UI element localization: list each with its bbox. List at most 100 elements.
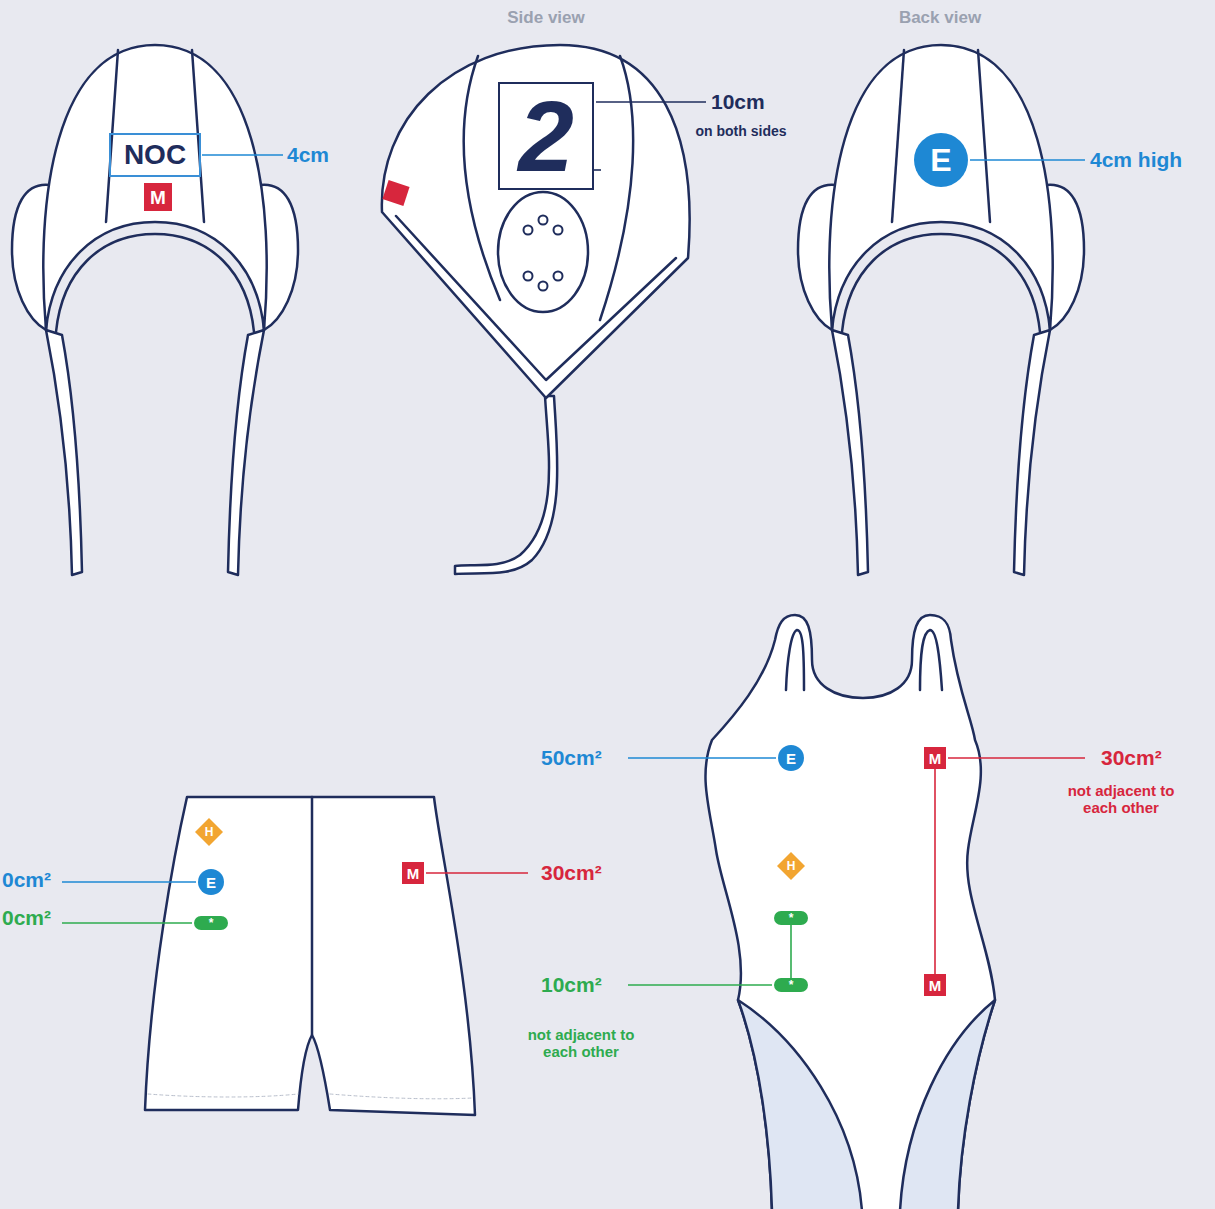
leader-line (594, 169, 601, 171)
mark-letter: H (787, 860, 796, 872)
note: not adjacent to each other (515, 1026, 647, 1061)
dimension: 50cm² (541, 746, 602, 770)
mark-letter: M (929, 978, 942, 993)
center-seam (311, 797, 314, 1035)
circle-shape (914, 133, 968, 187)
cap-dome (43, 45, 266, 330)
pill-shape (774, 978, 808, 992)
mark-letter: 2 (518, 86, 574, 186)
mark-letter: E (786, 751, 796, 766)
ear-hole (554, 272, 563, 281)
mark-letter: * (789, 912, 794, 924)
dimension: 10cm (711, 90, 765, 114)
mark-letter: M (407, 866, 420, 881)
cap-side (382, 45, 690, 574)
strap-inner (786, 630, 804, 690)
leader-line (628, 984, 772, 986)
mark-letter: M (150, 188, 166, 207)
cap-rim (56, 234, 254, 332)
cap-number-box: 2 (498, 82, 594, 190)
mark-letter: * (789, 979, 794, 991)
strap-inner (920, 630, 942, 690)
leader-line (628, 757, 776, 759)
event-mark: E (198, 869, 224, 895)
sponsor-mark: * (774, 911, 808, 925)
diamond-shape (777, 852, 805, 880)
leg-opening (738, 1000, 862, 1209)
sponsor-mark: * (194, 916, 228, 930)
pairing-line (934, 769, 936, 974)
dimension: 4cm high (1090, 148, 1182, 172)
event-mark: E (778, 745, 804, 771)
host-mark: H (777, 852, 805, 880)
ear-hole (554, 226, 563, 235)
shorts-outline (145, 797, 475, 1115)
cap-seam (464, 56, 500, 300)
mark-letter: E (206, 875, 216, 890)
leader-line (948, 757, 1085, 759)
cap-seam (192, 50, 204, 222)
cap-front (12, 45, 298, 575)
leg-opening (900, 1000, 995, 1209)
dimension: 30cm² (541, 861, 602, 885)
ear-guard (498, 192, 588, 312)
ear-hole (524, 272, 533, 281)
leader-line (970, 159, 1085, 161)
ear-hole (524, 226, 533, 235)
cap-dome (829, 45, 1052, 330)
swimsuit (705, 615, 995, 1209)
mark-letter: M (929, 751, 942, 766)
swim-shorts (145, 797, 475, 1115)
host-mark: H (195, 818, 223, 846)
dimension: 30cm² (1101, 746, 1162, 770)
cap-seam (892, 50, 904, 222)
note: on both sides (696, 123, 787, 139)
ear-hole (539, 282, 548, 291)
hem-stitch (330, 1094, 473, 1099)
leader-line (596, 101, 706, 103)
leader-line (62, 881, 196, 883)
cap-strap (46, 330, 82, 575)
mark-letter: E (930, 144, 951, 176)
cap-strap (228, 330, 264, 575)
dimension: 0cm² (2, 868, 51, 892)
cap-back (798, 45, 1084, 575)
pill-shape (194, 916, 228, 930)
swimsuit-outline (705, 615, 995, 1209)
pairing-line (790, 925, 792, 978)
dimension: 4cm (287, 143, 329, 167)
dimension: 0cm² (2, 906, 51, 930)
note: not adjacent to each other (1055, 782, 1187, 817)
noc-box: NOC (109, 133, 201, 177)
mark-letter: H (205, 826, 214, 838)
leader-line (62, 922, 192, 924)
cap-seam (978, 50, 990, 222)
manufacturer-mark: M (924, 747, 946, 769)
manufacturer-mark: M (402, 862, 424, 884)
cap-seam (106, 50, 118, 222)
view-title: Back view (899, 8, 981, 28)
cap-strap (1014, 330, 1050, 575)
cap-strap (832, 330, 868, 575)
leader-line (202, 154, 283, 156)
manufacturer-mark (382, 180, 409, 206)
cap-rim (842, 234, 1040, 332)
circle-shape (778, 745, 804, 771)
mark-letter: * (209, 917, 214, 929)
mark-letter: NOC (124, 141, 186, 169)
manufacturer-mark: M (144, 183, 172, 211)
diamond-shape (195, 818, 223, 846)
circle-shape (198, 869, 224, 895)
hem-stitch (148, 1094, 298, 1097)
sponsor-mark: * (774, 978, 808, 992)
dimension: 10cm² (541, 973, 602, 997)
leader-line (426, 872, 528, 874)
pill-shape (774, 911, 808, 925)
cap-strap (455, 396, 557, 574)
view-title: Side view (507, 8, 584, 28)
manufacturer-mark: M (924, 974, 946, 996)
cap-dome (382, 45, 690, 398)
cap-seam (600, 56, 633, 320)
ear-hole (539, 216, 548, 225)
